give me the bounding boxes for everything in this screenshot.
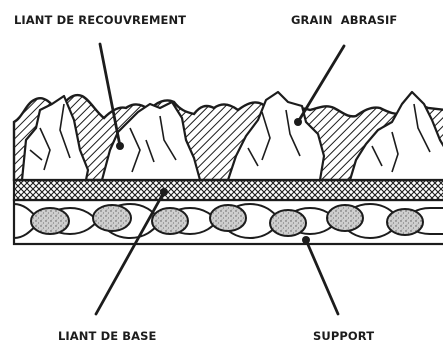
label-support: SUPPORT bbox=[313, 329, 374, 343]
label-liant-de-recouvrement: LIANT DE RECOUVREMENT bbox=[14, 13, 186, 27]
support-layer bbox=[14, 200, 443, 244]
base-binder-layer bbox=[14, 180, 443, 200]
label-grain-abrasif: GRAIN ABRASIF bbox=[291, 13, 397, 27]
leader-support bbox=[306, 240, 338, 314]
label-liant-de-base: LIANT DE BASE bbox=[58, 329, 157, 343]
